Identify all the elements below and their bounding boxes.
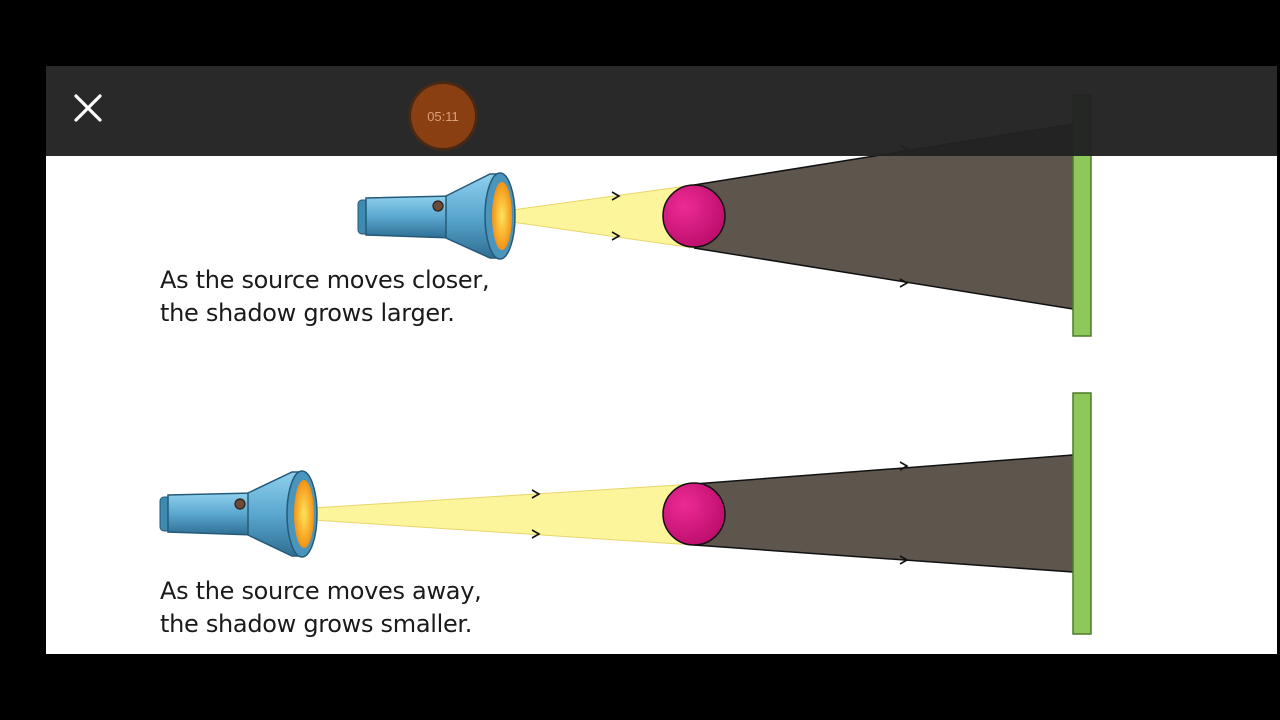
screen-2 [1072,392,1092,635]
caption-line: As the source moves closer, [160,266,490,294]
image-viewer [46,66,1277,654]
shadow-diagram [159,94,1092,635]
opaque-object-1 [662,184,726,248]
panel-away [159,392,1092,635]
caption-line: the shadow grows larger. [160,299,455,327]
caption-line: the shadow grows smaller. [160,610,473,638]
flashlight-2 [159,470,318,558]
opaque-object-2 [662,482,726,546]
ray-arrow [899,461,909,471]
ray-arrow [531,489,541,499]
close-icon [74,94,102,122]
ray-arrow [611,231,621,241]
caption-away: As the source moves away, the shadow gro… [160,575,482,641]
caption-line: As the source moves away, [160,577,482,605]
ray-arrow [899,555,909,565]
caption-closer: As the source moves closer, the shadow g… [160,264,490,330]
light-beam-1 [512,185,694,248]
close-button[interactable] [72,92,104,124]
shadow-cone-2 [694,455,1073,572]
light-beam-2 [313,484,694,545]
flashlight-1 [357,172,516,260]
timer-text: 05:11 [427,108,459,124]
recording-timer[interactable]: 05:11 [411,84,475,148]
ray-arrow [531,529,541,539]
ray-arrow [899,278,909,288]
ray-arrow [611,191,621,201]
viewer-toolbar [46,66,1277,156]
